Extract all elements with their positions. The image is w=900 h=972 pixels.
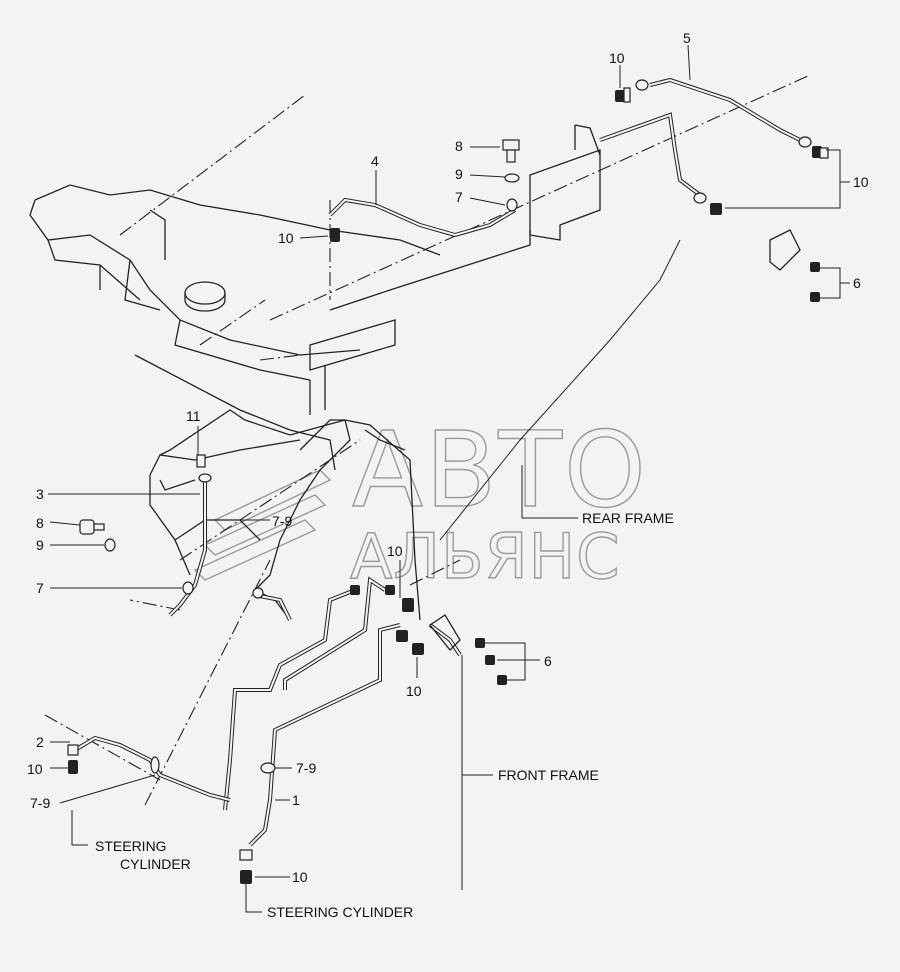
fitting-11	[196, 454, 206, 468]
hose-end-3	[198, 473, 212, 483]
rear-frame-label: REAR FRAME	[582, 510, 674, 526]
fitting-10-mid	[330, 228, 340, 242]
fitting-10-right-a	[812, 146, 829, 159]
elbow-5-lower	[693, 192, 707, 204]
pipe-routes	[73, 77, 801, 847]
callout-7-left: 7	[36, 580, 44, 596]
rear-frame-structure	[29, 74, 811, 471]
callout-5: 5	[683, 30, 691, 46]
callout-1: 1	[292, 792, 300, 808]
callout-9-top: 9	[455, 166, 463, 182]
steering-cylinder-bottom-label: STEERING CYLINDER	[267, 904, 413, 920]
clamp-79-b	[260, 762, 276, 774]
callout-6-bottom: 6	[544, 653, 552, 669]
block-6-top	[769, 229, 820, 302]
fitting-10-right-b	[710, 203, 722, 215]
callout-10-center-bottom: 10	[406, 683, 422, 699]
bolt-8-top	[502, 139, 520, 163]
washer-9-top	[504, 173, 520, 183]
callout-6-top: 6	[853, 275, 861, 291]
leader-lines	[48, 44, 850, 913]
watermark-line-2: АЛЬЯНС	[350, 520, 621, 593]
front-frame-label: FRONT FRAME	[498, 767, 599, 783]
callout-9-left: 9	[36, 537, 44, 553]
fittings-10-center	[350, 585, 424, 655]
callout-10-top: 10	[609, 50, 625, 66]
block-6-bottom	[429, 614, 507, 685]
callout-10-left: 10	[27, 761, 43, 777]
steering-cylinder-left-label-1: STEERING	[95, 838, 167, 854]
fitting-10-left	[68, 760, 78, 774]
fitting-10-top	[615, 87, 631, 103]
washer-9-left	[104, 538, 116, 552]
callout-4: 4	[371, 153, 379, 169]
clamp-79-left	[150, 756, 160, 774]
steering-cylinder-left-label-2: CYLINDER	[120, 856, 191, 872]
callout-7-9-left: 7-9	[30, 795, 50, 811]
callout-10-bottom: 10	[292, 869, 308, 885]
callout-10-mid: 10	[278, 230, 294, 246]
callouts: 10 5 8 9 7 4 10 10 6 11 3 7-9 8 9 7 10 6…	[27, 30, 869, 885]
watermark-logo-stripes	[193, 469, 332, 581]
fittings	[67, 79, 829, 884]
watermark: АВТО АЛЬЯНС	[193, 408, 648, 594]
frame-labels: REAR FRAME FRONT FRAME STEERING CYLINDER…	[95, 510, 674, 920]
callout-7-9-a: 7-9	[272, 513, 292, 529]
callout-7-9-b: 7-9	[296, 760, 316, 776]
fitting-10-bottom	[239, 849, 253, 884]
callout-2: 2	[36, 734, 44, 750]
bolt-8-left	[79, 519, 105, 535]
callout-7-top: 7	[455, 189, 463, 205]
watermark-line-1: АВТО	[352, 409, 648, 531]
fitting-2	[67, 744, 79, 756]
callout-10-center-top: 10	[387, 543, 403, 559]
callout-8-top: 8	[455, 138, 463, 154]
clamp-79-a	[252, 587, 264, 599]
clamp-7-left	[182, 581, 194, 595]
callout-3: 3	[36, 486, 44, 502]
callout-10-right: 10	[853, 174, 869, 190]
elbow-5-end	[635, 79, 649, 91]
elbow-5-right	[798, 136, 812, 148]
clamp-7-top	[506, 198, 518, 212]
callout-8-left: 8	[36, 515, 44, 531]
callout-11: 11	[186, 408, 201, 424]
